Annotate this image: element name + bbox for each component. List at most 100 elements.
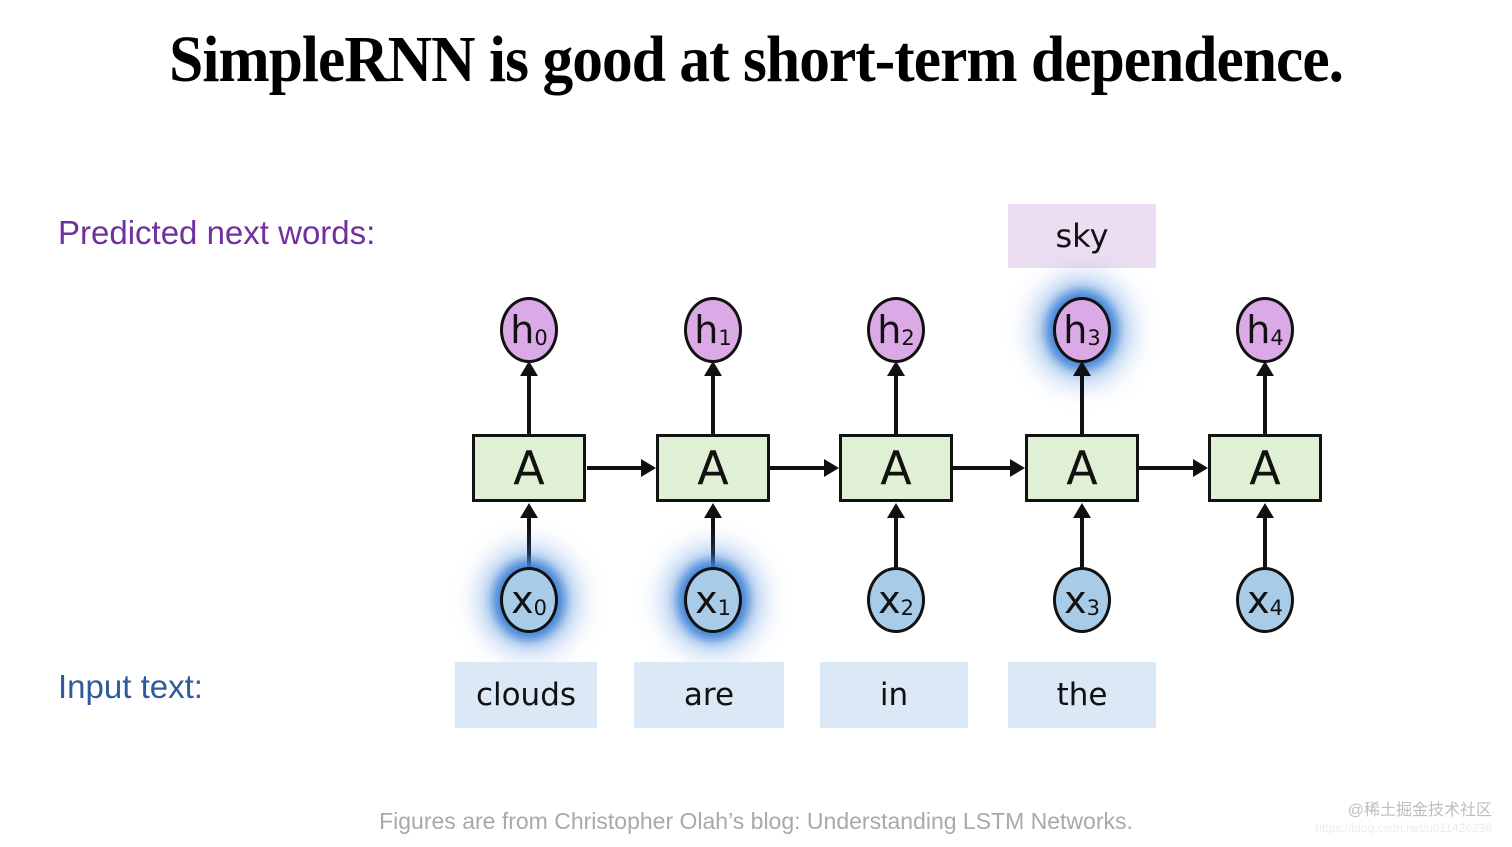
arrow-head [520, 503, 538, 518]
rnn-cell-label: A [513, 441, 545, 495]
hidden-state-letter: h [510, 308, 535, 352]
attribution-footer: Figures are from Christopher Olah’s blog… [379, 808, 1133, 834]
rnn-cell-label: A [697, 441, 729, 495]
watermark-url: https://blog.csdn.net/u011426236 [1315, 821, 1492, 835]
arrow-input-to-cell [704, 503, 722, 568]
input-word-text: the [1056, 677, 1108, 713]
input-node-letter: x [1247, 578, 1270, 622]
rnn-cell-4: A [1208, 434, 1322, 502]
predicted-word-box: sky [1008, 204, 1156, 268]
input-word-box-clouds: clouds [455, 662, 597, 728]
rnn-cell-1: A [656, 434, 770, 502]
arrow-input-to-cell [1073, 503, 1091, 568]
arrow-head [1010, 459, 1025, 477]
input-node-subscript: 4 [1269, 596, 1283, 620]
input-node-subscript: 3 [1086, 596, 1100, 620]
arrow-head [1256, 361, 1274, 376]
predicted-next-words-label: Predicted next words: [58, 214, 376, 251]
arrow-cell-to-hidden [1073, 361, 1091, 434]
arrow-line [587, 465, 641, 471]
input-node-subscript: 1 [717, 596, 731, 620]
rnn-cell-label: A [880, 441, 912, 495]
input-node-letter: x [511, 578, 534, 622]
arrow-line [1262, 518, 1268, 568]
input-node-letter: x [1064, 578, 1087, 622]
watermark: @稀土掘金技术社区 https://blog.csdn.net/u0114262… [1315, 801, 1492, 836]
input-word-text: in [879, 677, 909, 713]
hidden-state-subscript: 2 [901, 326, 915, 350]
input-node-subscript: 2 [900, 596, 914, 620]
arrow-line [893, 518, 899, 568]
arrow-head [887, 361, 905, 376]
arrow-line [1262, 376, 1268, 434]
hidden-state-letter: h [877, 308, 902, 352]
arrow-input-to-cell [1256, 503, 1274, 568]
rnn-cell-0: A [472, 434, 586, 502]
watermark-handle: @稀土掘金技术社区 [1347, 802, 1492, 819]
arrow-cell2-to-cell3 [953, 459, 1025, 477]
input-node-letter: x [695, 578, 718, 622]
arrow-input-to-cell [887, 503, 905, 568]
arrow-line [1079, 376, 1085, 434]
input-node-subscript: 0 [533, 596, 547, 620]
arrow-line [710, 376, 716, 434]
arrow-line [770, 465, 824, 471]
arrow-cell1-to-cell2 [770, 459, 839, 477]
arrow-head [704, 503, 722, 518]
arrow-line [526, 376, 532, 434]
input-word-text: are [683, 677, 735, 713]
predicted-word-text: sky [1055, 217, 1109, 255]
arrow-cell-to-hidden [1256, 361, 1274, 434]
arrow-line [710, 518, 716, 568]
arrow-cell-to-hidden [520, 361, 538, 434]
hidden-state-subscript: 0 [534, 326, 548, 350]
arrow-line [1139, 465, 1193, 471]
hidden-state-letter: h [1063, 308, 1088, 352]
arrow-cell-to-hidden [704, 361, 722, 434]
arrow-line [1079, 518, 1085, 568]
arrow-head [704, 361, 722, 376]
hidden-state-subscript: 3 [1087, 326, 1101, 350]
arrow-head [1073, 503, 1091, 518]
hidden-state-letter: h [694, 308, 719, 352]
rnn-cell-label: A [1249, 441, 1281, 495]
arrow-line [526, 518, 532, 568]
input-word-box-are: are [634, 662, 784, 728]
arrow-head [1193, 459, 1208, 477]
arrow-line [953, 465, 1010, 471]
arrow-head [824, 459, 839, 477]
arrow-head [1256, 503, 1274, 518]
rnn-cell-2: A [839, 434, 953, 502]
hidden-state-subscript: 4 [1270, 326, 1284, 350]
arrow-head [887, 503, 905, 518]
arrow-input-to-cell [520, 503, 538, 568]
arrow-cell-to-hidden [887, 361, 905, 434]
slide-title-wrap: SimpleRNN is good at short-term dependen… [0, 22, 1512, 98]
input-word-text: clouds [475, 677, 577, 713]
arrow-head [1073, 361, 1091, 376]
input-word-box-the: the [1008, 662, 1156, 728]
arrow-head [641, 459, 656, 477]
input-text-label: Input text: [58, 668, 203, 705]
slide-title: SimpleRNN is good at short-term dependen… [169, 23, 1344, 96]
input-node-letter: x [878, 578, 901, 622]
arrow-line [893, 376, 899, 434]
arrow-cell3-to-cell4 [1139, 459, 1208, 477]
input-word-box-in: in [820, 662, 968, 728]
arrow-cell0-to-cell1 [587, 459, 656, 477]
